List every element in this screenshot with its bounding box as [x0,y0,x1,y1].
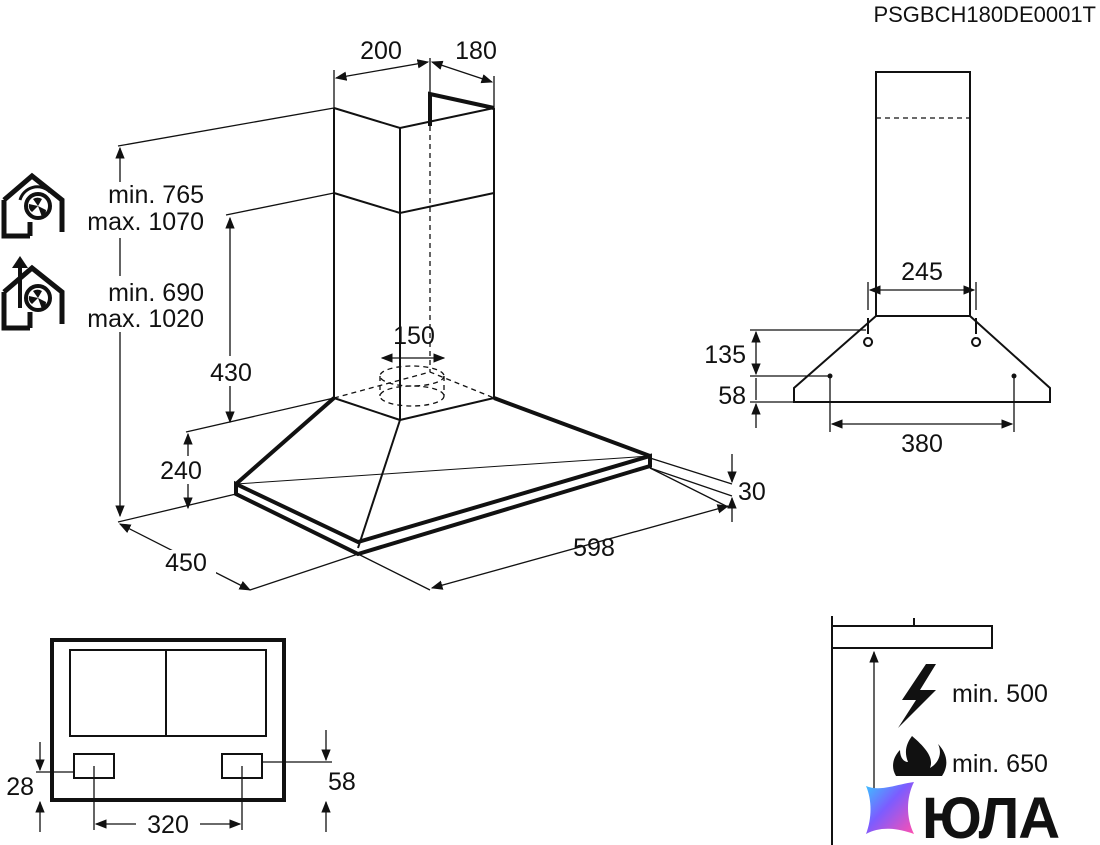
bottom-view: 28 58 320 [6,638,356,839]
chimney-top-front-edge [333,107,495,130]
dim-edge-height: 30 [738,478,766,506]
recirculation-min: min. 765 [108,181,204,209]
canopy-top-left [333,397,401,421]
electric-hob-icon [898,664,936,728]
dim-200-arrow [334,59,430,81]
extraction-max: max. 1020 [87,305,204,333]
chimney-section-line [333,192,495,215]
bracket-hook-left [863,318,874,347]
duct-outlet-top [379,365,445,387]
ext-line [649,457,733,485]
model-code: PSGBCH180DE0001T [873,2,1096,27]
filter-frame [69,649,267,737]
brand-logo-icon [866,782,914,834]
extraction-min: min. 690 [108,279,204,307]
brand-name: ЮЛА [922,786,1059,845]
extraction-mode-icon [1,256,65,331]
canopy-top-right [399,397,495,421]
dim-canopy-height: 240 [160,457,202,485]
dim-chimney-depth: 180 [455,37,497,65]
mount-point-right [1011,373,1017,379]
brand-logo: ЮЛА [866,782,1060,845]
mount-point-left [827,373,833,379]
ext-line [185,397,335,433]
bracket-hook-right [971,318,982,347]
dim-chimney-min-height: 430 [210,359,252,387]
ext-line [117,493,237,523]
ext-line [249,553,359,591]
dim-bottom-spacing: 320 [147,811,189,839]
dim-bottom-left-offset: 28 [6,773,34,801]
main-iso-view: 200 180 150 430 240 30 598 [1,37,766,591]
canopy-front-corner [357,419,401,549]
recirculation-max: max. 1070 [87,208,204,236]
recirculation-mode-icon [1,172,65,239]
side-view: 245 135 58 380 [704,71,1051,458]
dim-mount-offset: 58 [718,382,746,410]
duct-outlet-bottom [379,385,445,407]
ext-line [117,107,335,147]
hood-base-back [235,455,651,485]
min-height-gas: min. 650 [952,750,1048,778]
canopy-left-edge [234,396,336,486]
min-height-electric: min. 500 [952,680,1048,708]
dim-180-arrow [430,60,494,84]
dim-bottom-right-offset: 58 [328,768,356,796]
side-canopy [793,315,1051,403]
ext-line [649,467,731,509]
canopy-right-edge [493,396,651,458]
gas-hob-icon [893,736,947,776]
dim-hood-depth: 450 [165,549,207,577]
hood-side-profile [831,625,993,649]
dim-bracket-spacing: 380 [901,430,943,458]
hidden-base [333,371,495,399]
ext-line [649,467,733,497]
dim-side-chimney-width: 245 [901,258,943,286]
dim-598-arrow [430,504,730,590]
installation-height-view: min. 500 min. 650 [831,616,1048,845]
ext-line [357,553,431,591]
hood-bottom-outline [50,638,286,802]
ext-line [225,192,335,216]
dim-bracket-height: 135 [704,341,746,369]
dim-chimney-width: 200 [360,37,402,65]
dim-duct-diameter: 150 [393,322,435,350]
dim-hood-width: 598 [573,534,615,562]
